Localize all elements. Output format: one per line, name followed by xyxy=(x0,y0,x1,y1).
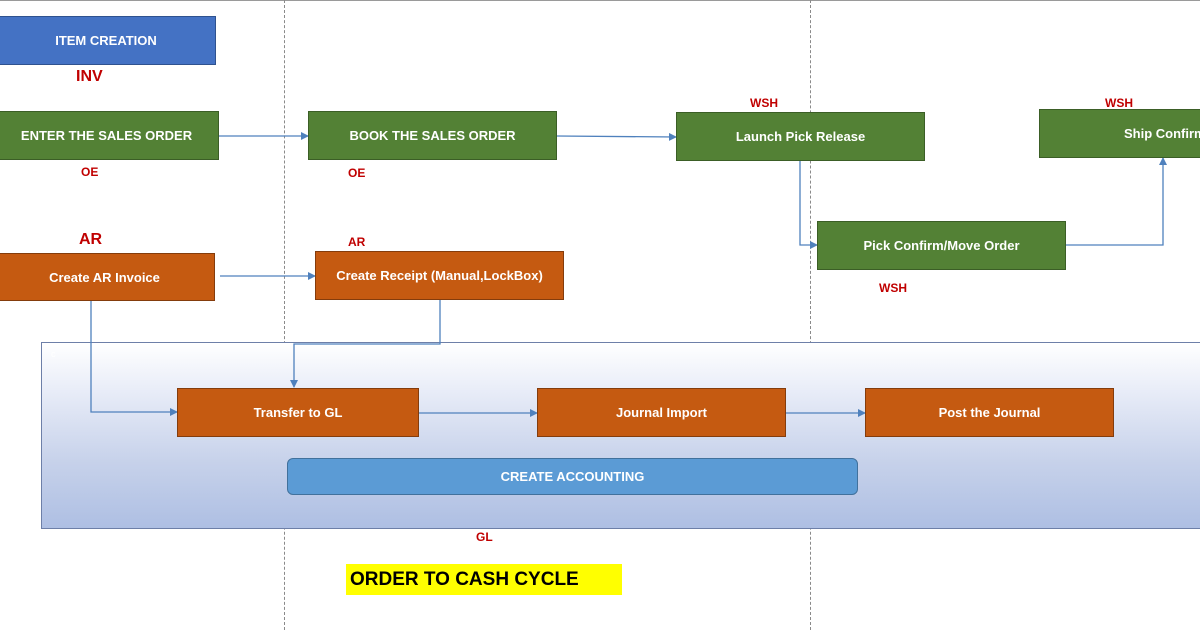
gl-region-mark: c xyxy=(51,349,56,359)
module-label-wsh-launch: WSH xyxy=(750,96,778,110)
diagram-title: ORDER TO CASH CYCLE xyxy=(346,564,622,595)
module-label-wsh-ship: WSH xyxy=(1105,96,1133,110)
item-creation-box: ITEM CREATION xyxy=(0,16,216,65)
arrow-launch-to-pick xyxy=(799,161,818,249)
module-label-gl: GL xyxy=(476,530,493,544)
transfer-to-gl-box: Transfer to GL xyxy=(177,388,419,437)
enter-sales-order-box: ENTER THE SALES ORDER xyxy=(0,111,219,160)
journal-import-box: Journal Import xyxy=(537,388,786,437)
lane-divider-2 xyxy=(810,0,811,630)
arrow-pick-to-ship xyxy=(1066,157,1167,246)
ship-confirm-box: Ship Confirm xyxy=(1039,109,1200,158)
arrow-book-to-launch xyxy=(556,132,677,141)
create-receipt-box: Create Receipt (Manual,LockBox) xyxy=(315,251,564,300)
module-label-inv: INV xyxy=(76,68,103,85)
post-journal-box: Post the Journal xyxy=(865,388,1114,437)
create-accounting-box: CREATE ACCOUNTING xyxy=(287,458,858,495)
module-label-oe-enter: OE xyxy=(81,165,99,179)
module-label-oe-book: OE xyxy=(348,166,366,180)
pick-confirm-move-order-box: Pick Confirm/Move Order xyxy=(817,221,1066,270)
launch-pick-release-box: Launch Pick Release xyxy=(676,112,925,161)
book-sales-order-box: BOOK THE SALES ORDER xyxy=(308,111,557,160)
create-ar-invoice-box: Create AR Invoice xyxy=(0,253,215,301)
module-label-ar-invoice: AR xyxy=(79,231,103,248)
module-label-ar-receipt: AR xyxy=(348,235,366,249)
module-label-wsh-pick: WSH xyxy=(879,281,907,295)
top-border xyxy=(0,0,1200,1)
lane-divider-1 xyxy=(284,0,285,630)
